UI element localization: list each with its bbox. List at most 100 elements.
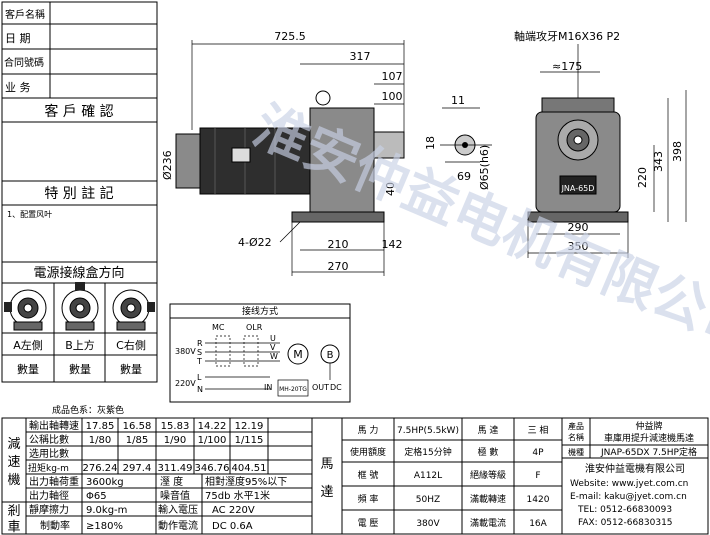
friction-value: 9.0kg-m	[86, 505, 127, 516]
dim-107: 107	[382, 70, 403, 83]
wiring-olr: OLR	[246, 323, 263, 332]
full-load-speed-value: 1420	[527, 495, 550, 505]
side-view-drawing: 725.5 317 107 100 Ø236 40 4-Ø22 210 142 …	[161, 30, 405, 276]
company-email: E-mail: kaku@jyet.com.cn	[570, 492, 687, 502]
wiring-out: OUT	[312, 383, 329, 392]
ratio-5: 1/115	[235, 435, 264, 446]
junction-position-c-icon	[112, 289, 155, 331]
company-fax: FAX: 0512-66830315	[578, 518, 673, 528]
client-name-label: 客戶名稱	[5, 8, 45, 21]
wiring-brake: B	[327, 350, 334, 361]
insulation-value: F	[535, 471, 540, 481]
dim-210: 210	[328, 238, 349, 251]
humidity-label: 溼 度	[160, 475, 183, 488]
left-panel: 客戶名稱 日 期 合同號碼 业 务 客 戶 確 認 特 別 註 記 1、配置风叶…	[1, 1, 158, 383]
shaft-detail-drawing: 11 18 Ø65(h6) 69	[424, 94, 492, 190]
wiring-rectifier: MH-20TG	[279, 386, 307, 393]
dim-dia-236: Ø236	[161, 150, 174, 180]
position-a-label: A左側	[13, 339, 43, 352]
position-a-qty: 數量	[17, 363, 39, 376]
brake-section-label: 剎車	[7, 504, 20, 535]
ratio-1: 1/80	[89, 435, 111, 446]
customer-confirm-label: 客 戶 確 認	[44, 103, 113, 120]
ratio-4: 1/100	[198, 435, 227, 446]
motor-type-label: 馬 達	[478, 424, 499, 436]
wiring-l: L	[197, 373, 202, 382]
end-view-drawing: 軸端攻牙M16X36 P2 ≈175 JNA-65D 220 343 398 2…	[514, 29, 687, 258]
model-label: 機種	[568, 447, 584, 457]
load-label: 出力軸荷重	[29, 475, 79, 488]
product-name-line2: 車庫用提升減速機馬達	[604, 432, 694, 444]
dim-350: 350	[568, 240, 589, 253]
dim-69: 69	[457, 170, 471, 183]
dim-40: 40	[384, 182, 397, 196]
frequency-label: 頻 率	[358, 493, 379, 505]
poles-value: 4P	[532, 448, 544, 458]
dim-398: 398	[671, 141, 684, 162]
speed-2: 16.58	[123, 421, 152, 432]
company-tel: TEL: 0512-66830093	[577, 505, 672, 515]
full-load-current-value: 16A	[529, 519, 547, 529]
wiring-r: R	[197, 339, 203, 348]
dim-dia-65: Ø65(h6)	[478, 145, 491, 190]
dim-270: 270	[328, 260, 349, 273]
ratio-2: 1/85	[126, 435, 148, 446]
company-watermark: 淮安仲益电机有限公司	[245, 94, 710, 363]
duty-value: 定格15分钟	[404, 446, 451, 458]
motor-hp-value: 7.5HP(5.5kW)	[397, 426, 459, 436]
position-c-label: C右側	[116, 338, 146, 352]
sales-label: 业 务	[5, 81, 31, 94]
junction-box-title: 電源接線盒方向	[33, 265, 124, 281]
nameplate-text: JNA-65D	[561, 184, 595, 193]
dim-100: 100	[382, 90, 403, 103]
dim-343: 343	[652, 151, 665, 172]
junction-position-b-icon	[61, 282, 99, 331]
torque-1: 276.24	[83, 463, 118, 474]
frame-value: A112L	[414, 471, 442, 481]
wiring-u: U	[270, 334, 276, 343]
speed-5: 12.19	[235, 421, 264, 432]
wiring-diagram: 接线方式 MC OLR 380V R S T U V W M B 220V L …	[169, 303, 351, 403]
torque-5: 404.51	[232, 463, 267, 474]
wiring-t: T	[196, 357, 202, 366]
wiring-in: IN	[264, 383, 272, 392]
reducer-section-label: 減速機	[7, 436, 20, 488]
noise-label: 噪音值	[160, 489, 190, 502]
wiring-220v: 220V	[175, 379, 196, 388]
torque-4: 346.76	[195, 463, 230, 474]
wiring-380v: 380V	[175, 347, 196, 356]
shaft-diameter-label: 出力軸徑	[29, 489, 69, 502]
dim-317: 317	[350, 50, 371, 63]
input-voltage-label: 輸入電压	[158, 503, 198, 516]
special-note-text: 1、配置风叶	[7, 210, 52, 219]
dim-142: 142	[382, 238, 403, 251]
dim-175: ≈175	[552, 60, 582, 73]
torque-label: 扭矩kg-m	[28, 462, 69, 474]
ratio-label: 公稱比數	[29, 433, 69, 446]
speed-1: 17.85	[86, 421, 115, 432]
current-label: 動作電流	[158, 519, 198, 532]
model-value: JNAP-65DX 7.5HP定格	[600, 446, 697, 458]
ratio-3: 1/90	[164, 435, 186, 446]
dim-220: 220	[636, 167, 649, 188]
wiring-title: 接线方式	[242, 305, 278, 317]
hole-note: 4-Ø22	[238, 236, 272, 249]
wiring-motor: M	[293, 348, 303, 361]
wiring-w: W	[270, 352, 278, 361]
voltage-value: 380V	[416, 519, 440, 529]
wiring-s: S	[197, 348, 202, 357]
special-notes-label: 特 別 註 記	[44, 185, 113, 202]
voltage-label: 電 壓	[358, 518, 379, 529]
frequency-value: 50HZ	[416, 495, 440, 505]
humidity-value: 相對溼度95%以下	[205, 475, 287, 488]
reducer-spec-table: 成品色系：灰紫色 減速機 剎車 輸出軸轉速 17.85 16.58 15.83 …	[1, 404, 313, 535]
product-name-label: 產品名稱	[568, 421, 584, 442]
contract-label: 合同號碼	[4, 56, 44, 69]
date-label: 日 期	[5, 32, 31, 45]
noise-value: 75db 水平1米	[205, 489, 270, 502]
wiring-n: N	[197, 385, 203, 394]
finish-color: 成品色系：灰紫色	[52, 404, 124, 416]
position-b-qty: 數量	[69, 363, 91, 376]
company-name: 淮安仲益電機有限公司	[585, 462, 685, 475]
